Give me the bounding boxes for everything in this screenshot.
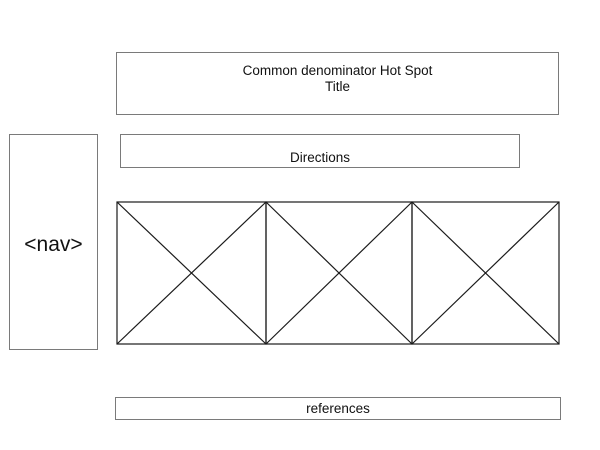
hotspot-image-placeholder-2[interactable]	[265, 201, 413, 345]
hotspot-image-placeholder-3[interactable]	[411, 201, 560, 345]
placeholder-cross-line	[411, 201, 560, 345]
placeholder-cross-line	[265, 201, 413, 345]
hotspot-image-frame	[411, 201, 560, 345]
references-box[interactable]: references	[115, 397, 561, 420]
directions-box: Directions	[120, 134, 520, 168]
references-label: references	[306, 401, 370, 416]
title-line-1: Common denominator Hot Spot	[242, 63, 433, 78]
nav-box[interactable]: <nav>	[9, 134, 98, 350]
nav-label: <nav>	[24, 233, 83, 256]
title-box: Common denominator Hot Spot Title	[116, 52, 559, 115]
placeholder-cross-line	[116, 201, 267, 345]
directions-label: Directions	[289, 150, 351, 165]
hotspot-image-placeholder-1[interactable]	[116, 201, 267, 345]
title-line-2: Title	[324, 79, 350, 94]
hotspot-images-group	[116, 201, 560, 345]
